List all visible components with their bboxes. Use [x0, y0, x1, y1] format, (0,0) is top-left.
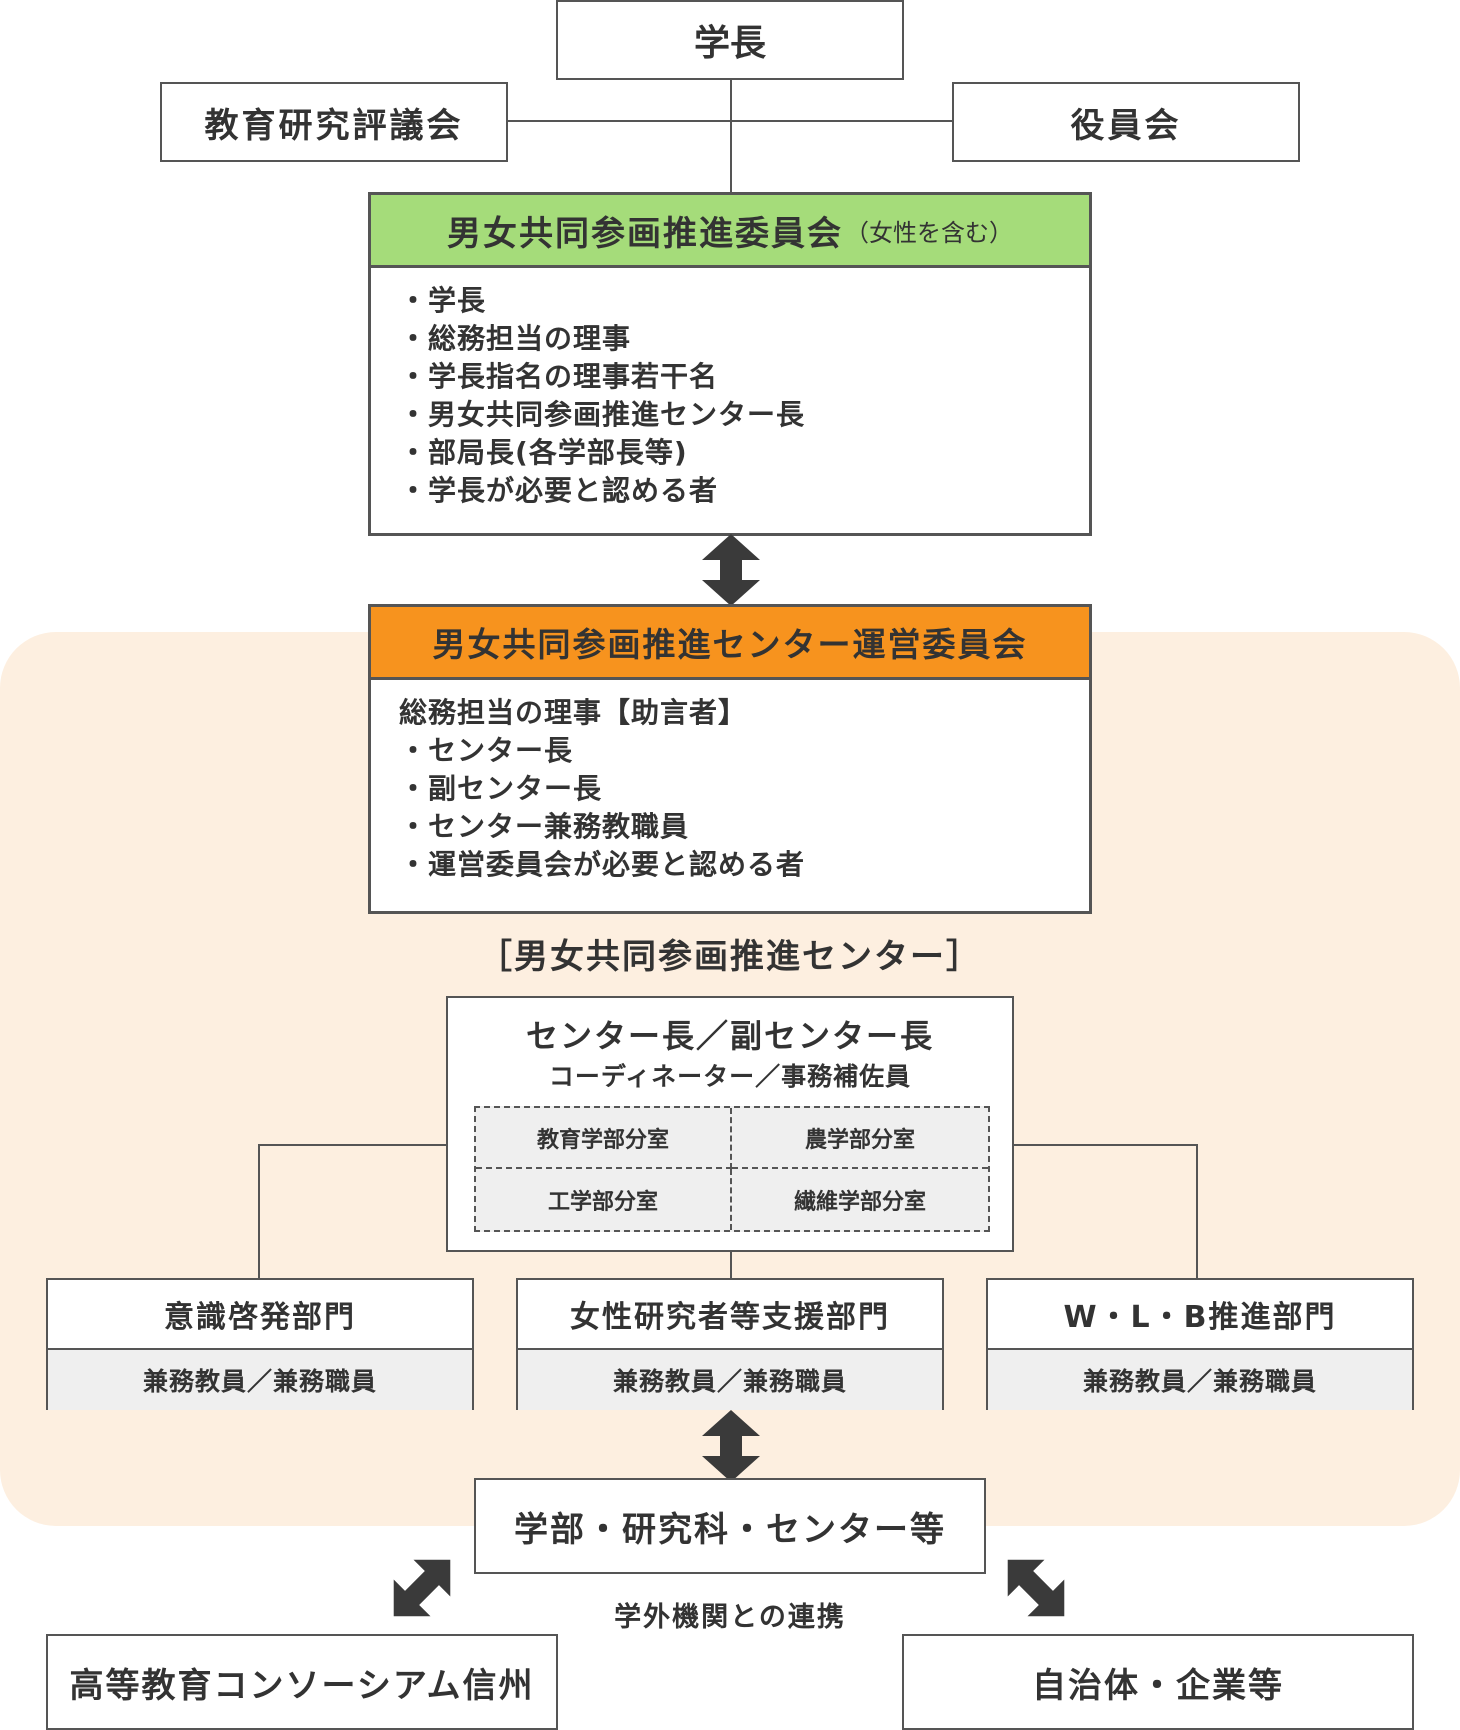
branch-cell: 農学部分室: [732, 1108, 988, 1169]
equality-committee-header: 男女共同参画推進委員会 （女性を含む）: [371, 195, 1089, 268]
external-right-box: 自治体・企業等: [902, 1634, 1414, 1730]
center-committee-members: センター長 副センター長 センター兼務教職員 運営委員会が必要と認める者: [399, 732, 1089, 884]
list-item: 学長指名の理事若干名: [399, 358, 1089, 396]
council-label: 教育研究評議会: [204, 105, 464, 146]
center-head-box: センター長／副センター長 コーディネーター／事務補佐員 教育学部分室 農学部分室…: [446, 996, 1014, 1252]
branch-grid: 教育学部分室 農学部分室 工学部分室 繊維学部分室: [474, 1106, 990, 1232]
center-committee-title: 男女共同参画推進センター運営委員会: [432, 625, 1028, 664]
connector-right-vertical: [1196, 1144, 1198, 1280]
board-box: 役員会: [952, 82, 1300, 162]
equality-committee-title: 男女共同参画推進委員会: [447, 213, 843, 254]
connector-left-horizontal: [258, 1144, 448, 1146]
external-left-label: 高等教育コンソーシアム信州: [69, 1665, 535, 1706]
president-box: 学長: [556, 0, 904, 80]
connector-president-vertical: [730, 78, 732, 194]
division-staff: 兼務教員／兼務職員: [48, 1350, 472, 1410]
faculties-box: 学部・研究科・センター等: [474, 1478, 986, 1574]
center-committee-header: 男女共同参画推進センター運営委員会: [371, 607, 1089, 680]
double-arrow-icon: [702, 1410, 760, 1482]
division-box: W・L・B推進部門 兼務教員／兼務職員: [986, 1278, 1414, 1410]
connector-center-bottom: [730, 1250, 732, 1280]
list-item: 運営委員会が必要と認める者: [399, 846, 1089, 884]
council-box: 教育研究評議会: [160, 82, 508, 162]
list-item: 副センター長: [399, 770, 1089, 808]
division-staff: 兼務教員／兼務職員: [518, 1350, 942, 1410]
connector-council-board: [506, 120, 952, 122]
equality-committee-note: （女性を含む）: [845, 218, 1013, 247]
list-item: 学長が必要と認める者: [399, 472, 1089, 510]
branch-cell: 繊維学部分室: [793, 1189, 926, 1215]
equality-committee-box: 男女共同参画推進委員会 （女性を含む） 学長 総務担当の理事 学長指名の理事若干…: [368, 192, 1092, 536]
president-label: 学長: [693, 23, 766, 64]
center-committee-advisor: 総務担当の理事【助言者】: [399, 696, 748, 729]
list-item: 男女共同参画推進センター長: [399, 396, 1089, 434]
double-arrow-icon: [702, 534, 760, 606]
external-caption: 学外機関との連携: [614, 1601, 846, 1633]
list-item: 学長: [399, 282, 1089, 320]
connector-left-vertical: [258, 1144, 260, 1280]
list-item: 部局長(各学部長等): [399, 434, 1089, 472]
division-title: 意識啓発部門: [48, 1280, 472, 1350]
board-label: 役員会: [1070, 105, 1182, 146]
diagonal-double-arrow-icon: [1007, 1559, 1065, 1617]
division-title: 女性研究者等支援部門: [518, 1280, 942, 1350]
division-box: 女性研究者等支援部門 兼務教員／兼務職員: [516, 1278, 944, 1410]
center-head-title: センター長／副センター長: [525, 1017, 934, 1055]
faculties-label: 学部・研究科・センター等: [514, 1509, 946, 1550]
external-right-label: 自治体・企業等: [1032, 1665, 1284, 1706]
list-item: センター長: [399, 732, 1089, 770]
list-item: 総務担当の理事: [399, 320, 1089, 358]
branch-cell: 工学部分室: [476, 1169, 732, 1230]
list-item: センター兼務教職員: [399, 808, 1089, 846]
center-committee-box: 男女共同参画推進センター運営委員会 総務担当の理事【助言者】 センター長 副セン…: [368, 604, 1092, 914]
branch-cell: 教育学部分室: [476, 1108, 732, 1169]
center-staff: コーディネーター／事務補佐員: [548, 1062, 912, 1091]
external-left-box: 高等教育コンソーシアム信州: [46, 1634, 558, 1730]
connector-right-horizontal: [1012, 1144, 1198, 1146]
division-staff: 兼務教員／兼務職員: [988, 1350, 1412, 1410]
division-box: 意識啓発部門 兼務教員／兼務職員: [46, 1278, 474, 1410]
center-label: ［男女共同参画推進センター］: [478, 936, 982, 977]
equality-committee-members: 学長 総務担当の理事 学長指名の理事若干名 男女共同参画推進センター長 部局長(…: [371, 268, 1089, 510]
diagonal-double-arrow-icon: [393, 1559, 451, 1617]
division-title: W・L・B推進部門: [988, 1280, 1412, 1350]
